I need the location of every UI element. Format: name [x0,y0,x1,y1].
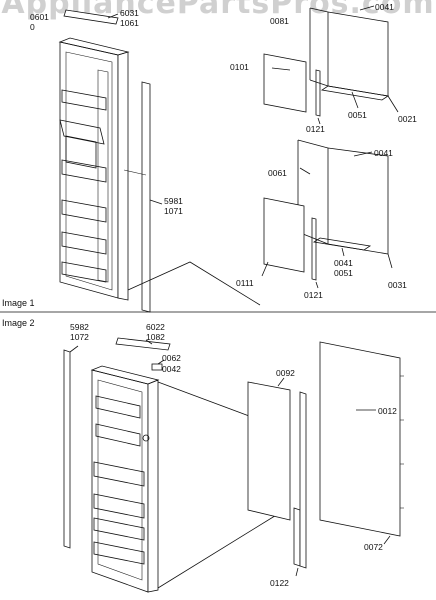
watermark: AppliancePartsPros.com [1,0,435,21]
label-0021: 0021 [398,114,417,124]
fresh-food-panel-set [247,341,404,577]
rail-0051-lower [312,237,372,251]
label-0122: 0122 [270,578,289,588]
freezer-door-assembly [58,9,261,313]
panel-0061 [327,147,389,255]
top-trim-6031 [63,9,119,25]
section-label-image1: Image 1 [2,298,35,308]
label-5981: 5981 [164,196,183,206]
label-0101: 0101 [230,62,249,72]
freezer-door-edge [117,51,129,301]
label-0041-top: 0041 [375,2,394,12]
fresh-food-door-assembly [63,337,279,593]
label-0601: 0601 [30,12,49,22]
part-labels: 0601 0 6031 1061 0081 0041 0101 0121 005… [30,2,417,588]
panel-0111 [263,197,305,273]
label-0: 0 [30,22,35,32]
fresh-food-door-edge [147,379,159,593]
section-label-image2: Image 2 [2,318,35,328]
label-1072: 1072 [70,332,89,342]
clip-0062 [151,363,163,371]
strip-0121-upper [315,69,321,117]
fresh-food-door-shelves [93,395,145,565]
upper-panel-set [263,5,399,125]
label-1071: 1071 [164,206,183,216]
lower-panel-set [261,139,393,289]
panel-0101 [263,53,307,113]
label-5982: 5982 [70,322,89,332]
label-0041-mid: 0041 [374,148,393,158]
label-0041-low: 0041 [334,258,353,268]
label-0051-lower: 0051 [334,268,353,278]
label-0042: 0042 [162,364,181,374]
strip-0122 [299,391,307,569]
label-0121-upper: 0121 [306,124,325,134]
panel-0092 [247,381,291,521]
section-labels: Image 1 Image 2 [2,298,35,328]
label-0061: 0061 [268,168,287,178]
label-0012: 0012 [378,406,397,416]
top-trim-6022 [115,337,171,351]
freezer-door-bins [61,89,107,283]
gasket-strip-5981 [141,81,151,313]
freezer-door-top [58,37,130,56]
label-0072: 0072 [364,542,383,552]
label-6031: 6031 [120,8,139,18]
label-0081: 0081 [270,16,289,26]
freezer-door-front [59,41,119,299]
label-0051-upper: 0051 [348,110,367,120]
gasket-strip-5982 [63,349,71,549]
label-0062: 0062 [162,353,181,363]
label-6022: 6022 [146,322,165,332]
door-hinge-hole [142,434,150,442]
label-0092: 0092 [276,368,295,378]
strip-0121-lower [311,217,317,281]
label-1061: 1061 [120,18,139,28]
label-0111: 0111 [236,278,254,288]
label-0031: 0031 [388,280,407,290]
rail-0051-upper [320,85,390,101]
panel-0081 [327,11,389,97]
dispenser-housing [59,119,105,169]
panel-0012 [319,341,401,537]
label-1082: 1082 [146,332,165,342]
label-0121-lower: 0121 [304,290,323,300]
